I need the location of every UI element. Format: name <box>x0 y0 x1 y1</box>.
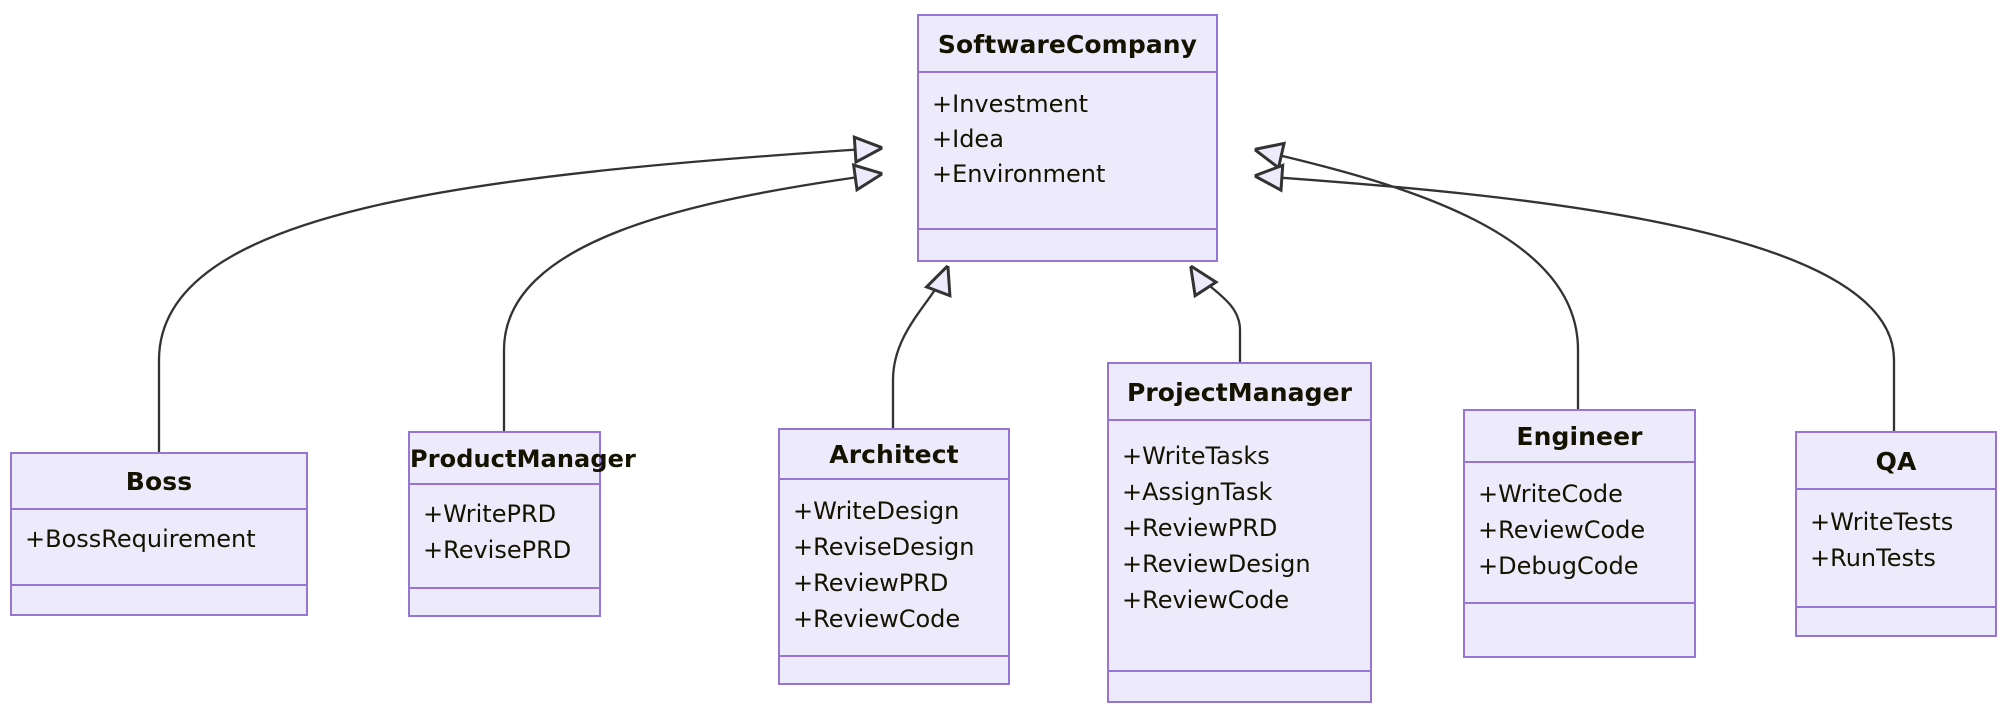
edge-productmanager-to-softwarecompany <box>502 174 880 431</box>
class-members-engineer: +WriteCode +ReviewCode +DebugCode <box>1465 463 1694 604</box>
class-node-engineer[interactable]: Engineer +WriteCode +ReviewCode +DebugCo… <box>1463 409 1696 658</box>
member-item: +Environment <box>932 160 1106 188</box>
class-methods-productmanager <box>410 589 599 615</box>
class-methods-projectmanager <box>1109 672 1370 701</box>
class-title-architect: Architect <box>780 430 1008 480</box>
member-item: +BossRequirement <box>25 525 256 553</box>
class-title-productmanager: ProductManager <box>410 433 636 485</box>
member-item: +ReviewCode <box>1122 586 1290 614</box>
class-methods-softwarecompany <box>919 230 1216 260</box>
edge-boss-to-softwarecompany <box>157 148 880 452</box>
member-item: +Investment <box>932 90 1089 118</box>
class-methods-boss <box>12 586 306 614</box>
class-node-softwarecompany[interactable]: SoftwareCompany +Investment +Idea +Envir… <box>917 14 1218 262</box>
member-item: +RunTests <box>1810 544 1936 572</box>
class-node-qa[interactable]: QA +WriteTests +RunTests <box>1795 431 1997 637</box>
member-item: +DebugCode <box>1478 552 1639 580</box>
class-title-qa: QA <box>1797 433 1995 490</box>
class-methods-architect <box>780 657 1008 683</box>
class-title-softwarecompany: SoftwareCompany <box>919 16 1216 73</box>
edge-architect-to-softwarecompany <box>891 268 947 428</box>
class-node-architect[interactable]: Architect +WriteDesign +ReviseDesign +Re… <box>778 428 1010 685</box>
class-methods-qa <box>1797 608 1995 635</box>
class-members-boss: +BossRequirement <box>12 510 306 586</box>
class-members-architect: +WriteDesign +ReviseDesign +ReviewPRD +R… <box>780 480 1008 657</box>
member-item: +WriteTasks <box>1122 442 1270 470</box>
class-methods-engineer <box>1465 604 1694 656</box>
member-item: +WriteCode <box>1478 480 1623 508</box>
class-title-engineer: Engineer <box>1465 411 1694 463</box>
member-item: +WriteTests <box>1810 508 1954 536</box>
member-item: +WritePRD <box>423 500 557 528</box>
member-item: +ReviewPRD <box>793 569 949 597</box>
class-title-projectmanager: ProjectManager <box>1109 364 1370 421</box>
member-item: +AssignTask <box>1122 478 1273 506</box>
class-node-productmanager[interactable]: ProductManager +WritePRD +RevisePRD <box>408 431 636 617</box>
class-title-boss: Boss <box>12 454 306 510</box>
class-node-projectmanager[interactable]: ProjectManager +WriteTasks +AssignTask +… <box>1107 362 1372 703</box>
member-item: +Idea <box>932 125 1004 153</box>
class-members-projectmanager: +WriteTasks +AssignTask +ReviewPRD +Revi… <box>1109 421 1370 672</box>
edge-projectmanager-to-softwarecompany <box>1192 268 1242 362</box>
member-item: +RevisePRD <box>423 536 572 564</box>
member-item: +WriteDesign <box>793 497 960 525</box>
class-members-softwarecompany: +Investment +Idea +Environment <box>919 73 1216 230</box>
class-node-boss[interactable]: Boss +BossRequirement <box>10 452 308 616</box>
class-members-qa: +WriteTests +RunTests <box>1797 490 1995 608</box>
member-item: +ReviewCode <box>793 605 961 633</box>
member-item: +ReviewCode <box>1478 516 1646 544</box>
member-item: +ReviseDesign <box>793 533 975 561</box>
member-item: +ReviewDesign <box>1122 550 1311 578</box>
member-item: +ReviewPRD <box>1122 514 1278 542</box>
class-members-productmanager: +WritePRD +RevisePRD <box>410 485 599 589</box>
